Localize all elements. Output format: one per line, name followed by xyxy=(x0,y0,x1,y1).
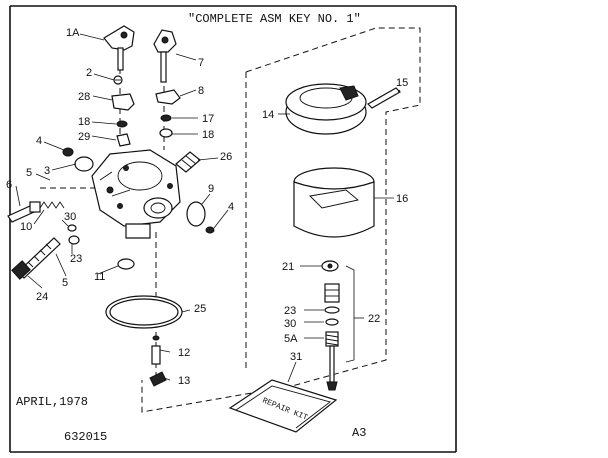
choke-plate-part-9 xyxy=(186,201,206,227)
bowl-group-outline xyxy=(141,27,421,413)
spring-part-5A xyxy=(325,331,339,391)
callout-31: 31 xyxy=(290,351,302,363)
plug-part-11 xyxy=(117,258,135,270)
callout-6: 6 xyxy=(6,179,12,191)
screw-part-4-right xyxy=(205,226,215,234)
repair-kit-part-31: REPAIR KIT xyxy=(228,379,338,433)
seal-part-17 xyxy=(160,114,172,122)
callout-4-left: 4 xyxy=(36,135,42,147)
sheet-code-label: A3 xyxy=(352,426,366,440)
callout-18-left: 18 xyxy=(78,116,90,128)
callout-7: 7 xyxy=(198,57,204,69)
callout-23-right: 23 xyxy=(284,305,296,317)
callout-5-upper: 5 xyxy=(26,167,32,179)
callout-28: 28 xyxy=(78,91,90,103)
callout-21: 21 xyxy=(282,261,294,273)
carburetor-body xyxy=(91,149,181,239)
callout-5A: 5A xyxy=(284,333,298,345)
callout-2: 2 xyxy=(86,67,92,79)
callout-29: 29 xyxy=(78,131,90,143)
washer-part-30-left xyxy=(67,224,77,232)
drain-screw-part-13 xyxy=(149,371,167,387)
callout-26: 26 xyxy=(220,151,232,163)
callout-11: 11 xyxy=(94,271,105,283)
screw-part-2 xyxy=(113,75,123,85)
float-part-14 xyxy=(285,83,367,135)
idle-screw-part-6 xyxy=(7,201,41,223)
jet-part-12 xyxy=(151,335,161,365)
callout-15: 15 xyxy=(396,77,408,89)
callout-24: 24 xyxy=(36,291,48,303)
throttle-plate-part-3 xyxy=(74,156,94,172)
spring-part-10 xyxy=(39,201,65,209)
bushing-part-29 xyxy=(116,133,131,147)
callout-4-right: 4 xyxy=(228,201,234,213)
callout-12: 12 xyxy=(178,347,190,359)
washer-21-hole xyxy=(327,263,333,269)
float-bowl-part-16 xyxy=(293,167,375,238)
throttle-shaft-lever xyxy=(103,25,135,71)
gasket-inner xyxy=(109,298,179,326)
callout-8: 8 xyxy=(198,85,204,97)
callout-25: 25 xyxy=(194,303,206,315)
needle-part-24 xyxy=(11,237,61,280)
choke-shaft-lever xyxy=(153,29,177,83)
callout-14: 14 xyxy=(262,109,274,121)
washer-part-30-right xyxy=(325,318,339,326)
hinge-pin-part-15 xyxy=(367,87,401,109)
callout-30-right: 30 xyxy=(284,318,296,330)
assembly-title: "COMPLETE ASM KEY NO. 1" xyxy=(188,12,361,26)
leader-lines xyxy=(15,33,401,383)
throttle-bracket-part-28 xyxy=(111,93,135,111)
fitting-part-26 xyxy=(175,151,201,173)
callout-30-left: 30 xyxy=(64,211,76,223)
callout-9: 9 xyxy=(208,183,214,195)
part-number-label: 632015 xyxy=(64,430,107,444)
seal-part-18-right xyxy=(159,128,173,138)
callout-23-left: 23 xyxy=(70,253,82,265)
o-ring-part-23-left xyxy=(68,235,80,245)
callout-22: 22 xyxy=(368,313,380,325)
callout-1A: 1A xyxy=(66,27,80,39)
callout-3: 3 xyxy=(44,165,50,177)
choke-bracket-part-8 xyxy=(155,89,181,105)
callout-16: 16 xyxy=(396,193,408,205)
o-ring-part-23-right xyxy=(324,306,340,314)
callout-5-lower: 5 xyxy=(62,277,68,289)
nozzle-part-22 xyxy=(324,283,340,303)
callout-18-right: 18 xyxy=(202,129,214,141)
screw-part-4-left xyxy=(62,147,74,157)
seal-part-18-left xyxy=(116,120,128,128)
callout-13: 13 xyxy=(178,375,190,387)
callout-10: 10 xyxy=(20,221,32,233)
date-label: APRIL,1978 xyxy=(16,395,88,409)
callout-17: 17 xyxy=(202,113,214,125)
